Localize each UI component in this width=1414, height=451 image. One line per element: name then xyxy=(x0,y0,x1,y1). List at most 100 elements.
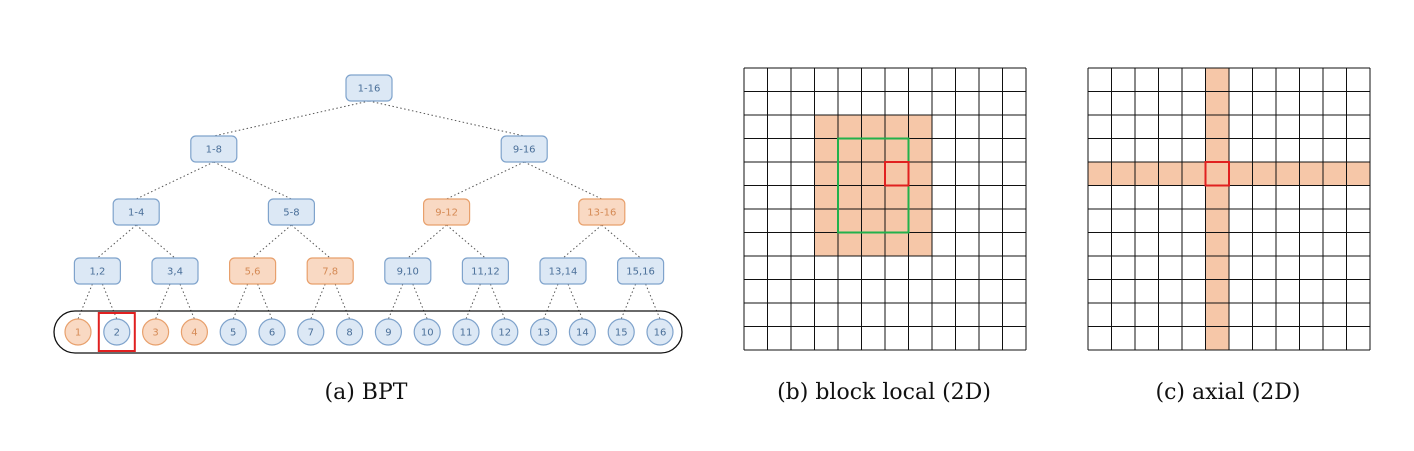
leaf-circle xyxy=(258,318,286,346)
leaf-circle xyxy=(142,318,170,346)
leaf-circle xyxy=(452,318,480,346)
tree-node-label: 11,12 xyxy=(471,267,500,278)
tree-edge xyxy=(465,283,481,320)
leaf-token: 2 xyxy=(97,312,136,352)
tree-node-box xyxy=(500,135,548,163)
tree-node: 9,10 xyxy=(384,257,432,285)
tree-node-box xyxy=(151,257,199,285)
tree-node-box xyxy=(423,198,471,226)
tree-edge xyxy=(446,161,525,200)
tree-edge xyxy=(77,283,93,320)
leaf-label: 15 xyxy=(615,328,628,339)
tree-edge xyxy=(135,161,215,200)
bpt-edges xyxy=(77,100,661,320)
tree-edge xyxy=(543,283,559,320)
leaf-circle xyxy=(297,318,325,346)
tree-edge xyxy=(291,224,331,259)
leaf-circle xyxy=(219,318,247,346)
leaf-label: 4 xyxy=(191,328,197,339)
tree-node-label: 15,16 xyxy=(626,267,655,278)
tree-node-label: 9,10 xyxy=(397,267,419,278)
leaf-circle xyxy=(646,318,674,346)
leaf-label: 2 xyxy=(114,328,120,339)
tree-node-label: 3,4 xyxy=(167,267,183,278)
tree-node: 1,2 xyxy=(73,257,122,285)
leaf-token: 9 xyxy=(374,318,402,346)
leaf-label: 3 xyxy=(152,328,158,339)
tree-edge xyxy=(368,100,525,137)
query-cell-box xyxy=(1204,161,1230,187)
leaf-label: 10 xyxy=(421,328,434,339)
tree-edge xyxy=(620,283,637,320)
tree-edge xyxy=(334,283,351,320)
tree-node-box xyxy=(229,257,277,285)
leaf-label: 7 xyxy=(308,328,314,339)
tree-node-label: 7,8 xyxy=(322,267,338,278)
caption-axial: (c) axial (2D) xyxy=(1156,380,1301,405)
tree-node-label: 5,6 xyxy=(245,267,261,278)
tree-node: 3,4 xyxy=(151,257,199,285)
tree-node-label: 1,2 xyxy=(89,267,105,278)
leaf-label: 12 xyxy=(498,328,511,339)
leaf-token: 14 xyxy=(568,318,597,346)
tree-edge xyxy=(213,161,292,200)
leaf-label: 9 xyxy=(385,328,391,339)
tree-node-box xyxy=(539,257,587,285)
tree-node: 5-8 xyxy=(267,198,315,226)
tree-edge xyxy=(412,283,428,320)
leaf-circle xyxy=(529,318,558,346)
tree-edge xyxy=(252,224,292,259)
leaf-token: 3 xyxy=(142,318,170,346)
leaf-token: 4 xyxy=(180,318,208,346)
tree-edge xyxy=(179,283,195,320)
tree-edge xyxy=(310,283,326,320)
tree-node-label: 9-16 xyxy=(513,145,536,156)
tree-node-label: 1-4 xyxy=(128,208,144,219)
leaf-label: 1 xyxy=(75,328,81,339)
tree-node-box xyxy=(578,198,626,226)
leaf-token: 15 xyxy=(607,318,635,346)
tree-edge xyxy=(523,161,603,200)
leaf-token: 8 xyxy=(336,318,364,346)
tree-node: 7,8 xyxy=(306,257,354,285)
leaf-token: 13 xyxy=(529,318,558,346)
tree-edge xyxy=(645,283,661,320)
tree-node: 9-16 xyxy=(500,135,548,163)
tree-node-box xyxy=(384,257,432,285)
tree-node-box xyxy=(190,135,238,163)
leaf-label: 14 xyxy=(576,328,589,339)
tree-edge xyxy=(387,283,404,320)
tree-edge xyxy=(155,283,171,320)
leaf-token: 10 xyxy=(413,318,441,346)
tree-node: 13,14 xyxy=(539,257,587,285)
tree-node: 1-8 xyxy=(190,135,238,163)
tree-node: 15,16 xyxy=(616,257,665,285)
tree-node: 1-4 xyxy=(112,198,160,226)
leaf-label: 13 xyxy=(537,328,550,339)
leaf-sequence-border xyxy=(53,310,683,354)
leaf-circle xyxy=(180,318,208,346)
leaf-circle xyxy=(491,318,519,346)
leaf-label: 11 xyxy=(460,328,473,339)
tree-edge xyxy=(567,283,583,320)
tree-node-box xyxy=(112,198,160,226)
leaf-circle xyxy=(64,318,92,346)
leaf-label: 16 xyxy=(654,328,667,339)
caption-bpt: (a) BPT xyxy=(325,380,408,405)
tree-node-label: 13,14 xyxy=(549,267,578,278)
tree-node-label: 9-12 xyxy=(435,208,458,219)
axial-panel: (c) axial (2D) xyxy=(1087,67,1371,405)
block-local-grid xyxy=(743,67,1027,351)
leaf-token: 1 xyxy=(64,318,92,346)
tree-edge xyxy=(232,283,249,320)
tree-node-box xyxy=(461,257,509,285)
leaf-token: 16 xyxy=(646,318,674,346)
tree-edge xyxy=(489,283,506,320)
tree-edge xyxy=(97,224,137,259)
tree-edge xyxy=(213,100,370,137)
tree-node: 13-16 xyxy=(578,198,626,226)
